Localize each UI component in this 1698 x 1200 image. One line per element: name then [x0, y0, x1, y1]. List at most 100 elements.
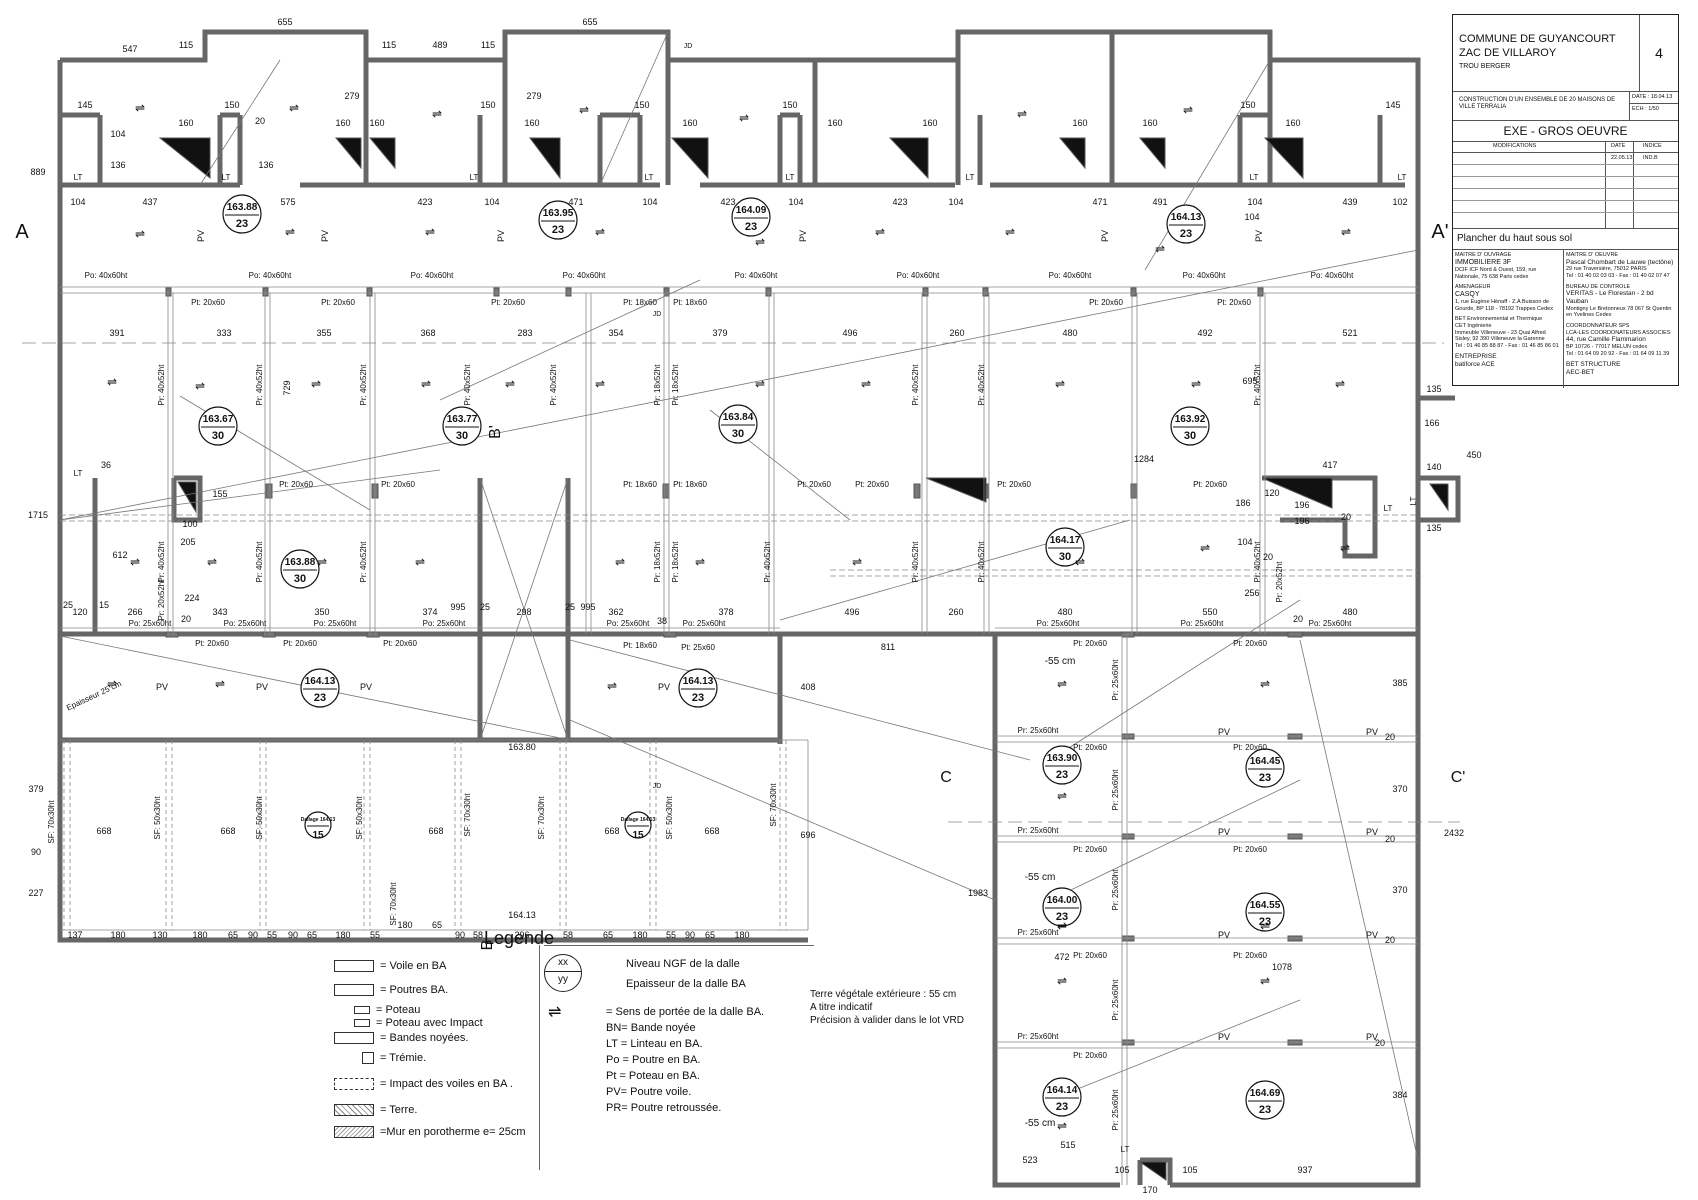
tremie-icon	[368, 137, 396, 170]
label-pr40: Pr: 40x52ht	[255, 541, 264, 583]
span-arrow-icon: ⇌	[1057, 974, 1067, 988]
column	[1287, 1039, 1303, 1046]
column	[1287, 833, 1303, 840]
dim-minor: 100	[182, 519, 197, 529]
span-arrow-icon: ⇌	[195, 379, 205, 393]
dim-row: 439	[1342, 197, 1357, 207]
column	[663, 287, 670, 297]
dim-minor: 163.80	[508, 742, 536, 752]
tb-sheet-number: 4	[1639, 15, 1678, 91]
label-pv: PV	[1366, 727, 1378, 737]
label-po25: Po: 25x60ht	[683, 619, 726, 628]
dim-bottom: 65	[307, 930, 317, 940]
dim-wing: 170	[1142, 1185, 1157, 1195]
span-arrow-icon: ⇌	[1260, 974, 1270, 988]
level-ngf: 163.84	[723, 412, 754, 423]
span-arrow-icon: ⇌	[207, 555, 217, 569]
level-ngf: 163.88	[285, 557, 316, 568]
level-circle	[300, 668, 340, 708]
tb-phase: EXE - GROS OEUVRE	[1453, 121, 1678, 142]
level-circle	[1245, 1080, 1285, 1120]
label-pv: PV	[798, 230, 808, 242]
dim-row: 102	[1392, 197, 1407, 207]
tb-betenv-tel: Tel : 01 46 85 88 87 - Fax : 01 46 85 86…	[1455, 342, 1559, 349]
wing-right-wall	[1170, 640, 1421, 1188]
level-thickness: 23	[314, 692, 326, 704]
label-sf50: SF: 50x30ht	[665, 796, 674, 840]
jd-label: JD	[684, 43, 693, 50]
span-arrow-icon: ⇌	[421, 377, 431, 391]
column	[1287, 631, 1303, 638]
dim-mid: 379	[712, 328, 727, 338]
dim-top: 655	[277, 17, 292, 27]
tb-sps-addr2: BP 10726 - 77017 MELUN cedex	[1566, 343, 1648, 350]
level-circle	[1042, 745, 1082, 785]
label-po25: Po: 25x60ht	[129, 619, 172, 628]
column	[1287, 935, 1303, 942]
column	[913, 483, 921, 499]
column	[1121, 833, 1135, 840]
tb-lieu: TROU BERGER	[1459, 63, 1511, 70]
dim-vertical: 370	[1392, 885, 1407, 895]
level-ngf: 164.09	[736, 205, 767, 216]
label-po25: Po: 25x60ht	[423, 619, 466, 628]
tremie-icon	[925, 477, 987, 503]
column	[765, 287, 772, 297]
label-sf70: SF: 70x30ht	[769, 783, 778, 827]
dim-top: 20	[255, 116, 265, 126]
dim-top: 160	[682, 118, 697, 128]
dim-minor: 104	[1237, 537, 1252, 547]
label-pt18: Pt: 18x60	[673, 480, 707, 489]
label-lt: LT	[1398, 173, 1407, 182]
level-circle	[1042, 887, 1082, 927]
dim-top: 160	[524, 118, 539, 128]
dim-minor: 186	[1235, 498, 1250, 508]
dim-bottom: 55	[370, 930, 380, 940]
guide-line	[1049, 599, 1301, 761]
label-lt: LT	[966, 173, 975, 182]
label-pt: Pt: 20x60	[321, 298, 355, 307]
dim-vertical: 1983	[968, 888, 988, 898]
dim-minor: 224	[184, 593, 199, 603]
span-arrow-icon: ⇌	[311, 377, 321, 391]
column	[565, 287, 572, 297]
label-pr40: Pr: 40x52ht	[977, 364, 986, 406]
level-circle	[1245, 892, 1285, 932]
span-arrow-icon: ⇌	[739, 111, 749, 125]
label-pr40: Pr: 40x52ht	[157, 541, 166, 583]
span-arrow-icon: ⇌	[135, 227, 145, 241]
dim-top: 655	[582, 17, 597, 27]
label-pr25: Pr: 25x60ht	[1018, 928, 1060, 937]
shaft-right	[1262, 475, 1378, 559]
label-pt: Pt: 20x60	[1073, 743, 1107, 752]
tb-ent-label: ENTREPRISE	[1455, 353, 1497, 361]
dim-vertical: 90	[31, 847, 41, 857]
label-pr20: Pr: 20x52ht	[157, 579, 166, 621]
label-668: 668	[220, 826, 235, 836]
section-a-prime: A'	[1431, 221, 1448, 243]
span-arrow-icon: ⇌	[425, 225, 435, 239]
level-circle	[198, 406, 238, 446]
tremie-icon	[670, 137, 709, 180]
label-pr40: Pr: 40x52ht	[359, 541, 368, 583]
legend-lt: LT = Linteau en BA.	[606, 1038, 703, 1050]
label-pt: Pt: 20x60	[279, 480, 313, 489]
label-pr18: Pr: 18x52ht	[671, 364, 680, 406]
dim-wing: 105	[1182, 1165, 1197, 1175]
outer-wall-left	[57, 60, 808, 943]
dim-minor: 164.13	[508, 910, 536, 920]
span-arrow-icon: ⇌	[1057, 919, 1067, 933]
span-arrow-icon: ⇌	[289, 101, 299, 115]
level-ngf: 164.13	[1171, 212, 1202, 223]
label-pt: Pt: 20x60	[797, 480, 831, 489]
label-pr18: Pr: 18x52ht	[653, 364, 662, 406]
span-arrow-icon: ⇌	[875, 225, 885, 239]
guide-line	[1299, 639, 1419, 1161]
dim-low: 480	[1342, 607, 1357, 617]
legend-poteau-impact: = Poteau avec Impact	[376, 1017, 483, 1029]
span-arrow-icon: ⇌	[1260, 919, 1270, 933]
span-arrow-icon: ⇌	[1057, 1119, 1067, 1133]
label-pv: PV	[156, 682, 168, 692]
dim-low: 350	[314, 607, 329, 617]
label-pv: PV	[1254, 230, 1264, 242]
